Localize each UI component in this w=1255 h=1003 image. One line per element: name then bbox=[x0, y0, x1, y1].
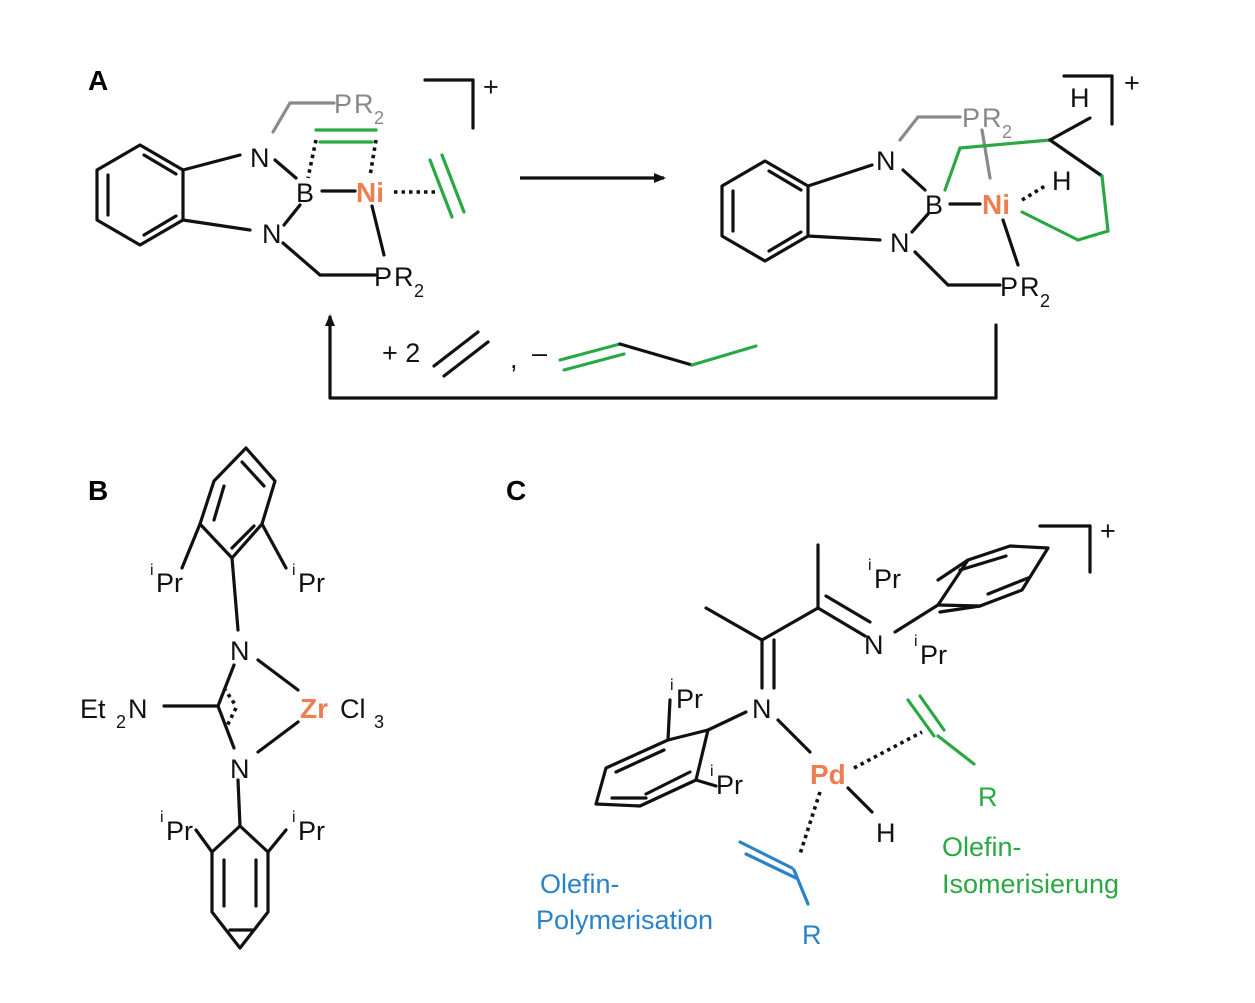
iso-superscript: i bbox=[150, 562, 154, 579]
atom-pd: Pd bbox=[810, 759, 846, 790]
atom-b: B bbox=[925, 190, 943, 220]
isopropyl-label: Pr bbox=[874, 564, 901, 594]
iso-superscript: i bbox=[914, 633, 918, 650]
atom-h: H bbox=[876, 818, 896, 848]
reagent-comma: , bbox=[510, 344, 518, 374]
atom-n: N bbox=[864, 630, 884, 660]
iso-superscript: i bbox=[710, 763, 714, 780]
iso-superscript: i bbox=[670, 677, 674, 694]
panel-c-palladium-complex: i Pr N i Pr + i Pr N i Pr Pd H R R Olefi… bbox=[536, 516, 1119, 950]
isopropyl-label: Pr bbox=[156, 568, 183, 598]
atom-n: N bbox=[250, 143, 270, 173]
atom-n: N bbox=[262, 219, 282, 249]
isopropyl-label: Pr bbox=[920, 640, 947, 670]
atom-n: N bbox=[890, 228, 910, 258]
atom-b: B bbox=[296, 178, 314, 208]
atom-n: N bbox=[752, 694, 772, 724]
atom-p: P bbox=[1000, 272, 1018, 302]
ethyl-label: Et bbox=[80, 694, 106, 724]
atom-ni: Ni bbox=[982, 189, 1010, 220]
isopropyl-label: Pr bbox=[298, 816, 325, 846]
polymerisation-label-line1: Olefin- bbox=[540, 869, 620, 899]
panel-label-b: B bbox=[88, 475, 108, 506]
atom-zr: Zr bbox=[300, 693, 328, 724]
atom-n: N bbox=[230, 636, 250, 666]
reagent-add: + 2 bbox=[382, 338, 420, 368]
atom-r: R bbox=[1020, 272, 1040, 302]
atom-r: R bbox=[982, 103, 1002, 133]
atom-r: R bbox=[354, 89, 374, 119]
panel-b-zirconium-complex: i Pr i Pr N N Et 2 N Zr Cl 3 i Pr i Pr bbox=[80, 446, 384, 950]
atom-p: P bbox=[374, 262, 392, 292]
subscript-2: 2 bbox=[1040, 291, 1050, 311]
atom-n: N bbox=[876, 146, 896, 176]
isopropyl-label: Pr bbox=[298, 568, 325, 598]
atom-r: R bbox=[802, 920, 822, 950]
reagent-minus: – bbox=[532, 338, 547, 368]
subscript-2: 2 bbox=[1002, 122, 1012, 142]
atom-n: N bbox=[128, 694, 148, 724]
isomerisation-label-line1: Olefin- bbox=[942, 832, 1022, 862]
isopropyl-label: Pr bbox=[166, 816, 193, 846]
atom-p: P bbox=[962, 103, 980, 133]
panel-a-reactant-complex: N N B Ni P R 2 P R 2 + bbox=[95, 72, 499, 301]
iso-superscript: i bbox=[292, 562, 296, 579]
subscript-2: 2 bbox=[374, 108, 384, 128]
isomerisation-label-line2: Isomerisierung bbox=[942, 869, 1119, 899]
subscript-2: 2 bbox=[414, 281, 424, 301]
iso-superscript: i bbox=[868, 557, 872, 574]
iso-superscript: i bbox=[292, 809, 296, 826]
isopropyl-label: Pr bbox=[716, 770, 743, 800]
atom-h: H bbox=[1052, 166, 1072, 196]
atom-n: N bbox=[230, 754, 250, 784]
charge-plus: + bbox=[483, 72, 499, 102]
isopropyl-label: Pr bbox=[676, 684, 703, 714]
reagents: + 2 , – bbox=[382, 330, 758, 378]
charge-plus: + bbox=[1100, 516, 1116, 546]
charge-plus: + bbox=[1124, 68, 1140, 98]
atom-r: R bbox=[978, 782, 998, 812]
panel-label-c: C bbox=[506, 475, 526, 506]
panel-a-product-complex: N N B Ni P R 2 P R 2 H H + bbox=[720, 68, 1140, 311]
subscript-2: 2 bbox=[116, 712, 126, 732]
atom-cl: Cl bbox=[340, 694, 366, 724]
subscript-3: 3 bbox=[374, 712, 384, 732]
atom-p: P bbox=[334, 89, 352, 119]
panel-label-a: A bbox=[88, 65, 108, 96]
return-arrow bbox=[325, 314, 998, 400]
atom-h: H bbox=[1070, 83, 1090, 113]
atom-r: R bbox=[394, 262, 414, 292]
atom-ni: Ni bbox=[356, 177, 384, 208]
polymerisation-label-line2: Polymerisation bbox=[536, 905, 713, 935]
iso-superscript: i bbox=[160, 809, 164, 826]
